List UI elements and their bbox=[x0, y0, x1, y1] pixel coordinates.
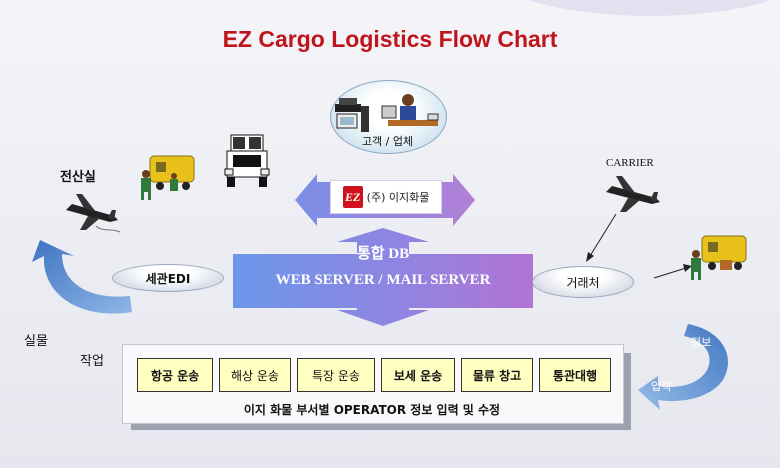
company-name: (주) 이지화물 bbox=[366, 191, 430, 204]
dept-air: 항공 운송 bbox=[137, 358, 213, 392]
partner-oval: 거래처 bbox=[532, 266, 634, 298]
department-row: 항공 운송 해상 운송 특장 운송 보세 운송 물류 창고 통관대행 bbox=[137, 358, 619, 392]
airplane-icon-right bbox=[606, 176, 660, 212]
db-label: 통합 DB bbox=[356, 246, 410, 262]
truck-front-icon bbox=[224, 134, 270, 187]
company-logo: EZ bbox=[342, 186, 363, 208]
info-label: 정보 bbox=[691, 336, 712, 349]
dept-special: 특장 운송 bbox=[297, 358, 375, 392]
server-arrow-shape bbox=[233, 228, 533, 326]
customer-label: 고객 / 업체 bbox=[361, 135, 414, 148]
delivery-truck-icon-right bbox=[691, 235, 747, 280]
customs-edi-oval: 세관EDI bbox=[112, 264, 224, 292]
carrier-to-partner-arrow bbox=[586, 213, 617, 262]
physical-label: 실물 bbox=[24, 334, 48, 349]
right-curved-arrow bbox=[638, 324, 728, 410]
airplane-icon bbox=[66, 194, 121, 233]
server-label: WEB SERVER / MAIL SERVER bbox=[275, 272, 491, 288]
dept-bonded: 보세 운송 bbox=[381, 358, 455, 392]
left-curved-arrow bbox=[32, 240, 132, 314]
chart-title: EZ Cargo Logistics Flow Chart bbox=[222, 26, 558, 52]
input-label: 입력 bbox=[651, 380, 672, 393]
dept-warehouse: 물류 창고 bbox=[461, 358, 533, 392]
partner-to-truck-arrow bbox=[653, 264, 692, 279]
dept-sea: 해상 운송 bbox=[219, 358, 291, 392]
operator-text: 이지 화물 부서별 OPERATOR 정보 입력 및 수정 bbox=[243, 403, 501, 417]
corner-decoration bbox=[528, 0, 772, 16]
dept-customs: 통관대행 bbox=[539, 358, 611, 392]
computer-room-label: 전산실 bbox=[60, 170, 96, 185]
person-desk-icon bbox=[381, 94, 439, 126]
work-label: 작업 bbox=[80, 354, 104, 369]
company-banner: EZ (주) 이지화물 bbox=[330, 180, 442, 214]
computer-icon bbox=[335, 98, 369, 132]
delivery-truck-icon bbox=[141, 155, 195, 200]
carrier-label: CARRIER bbox=[606, 157, 654, 169]
